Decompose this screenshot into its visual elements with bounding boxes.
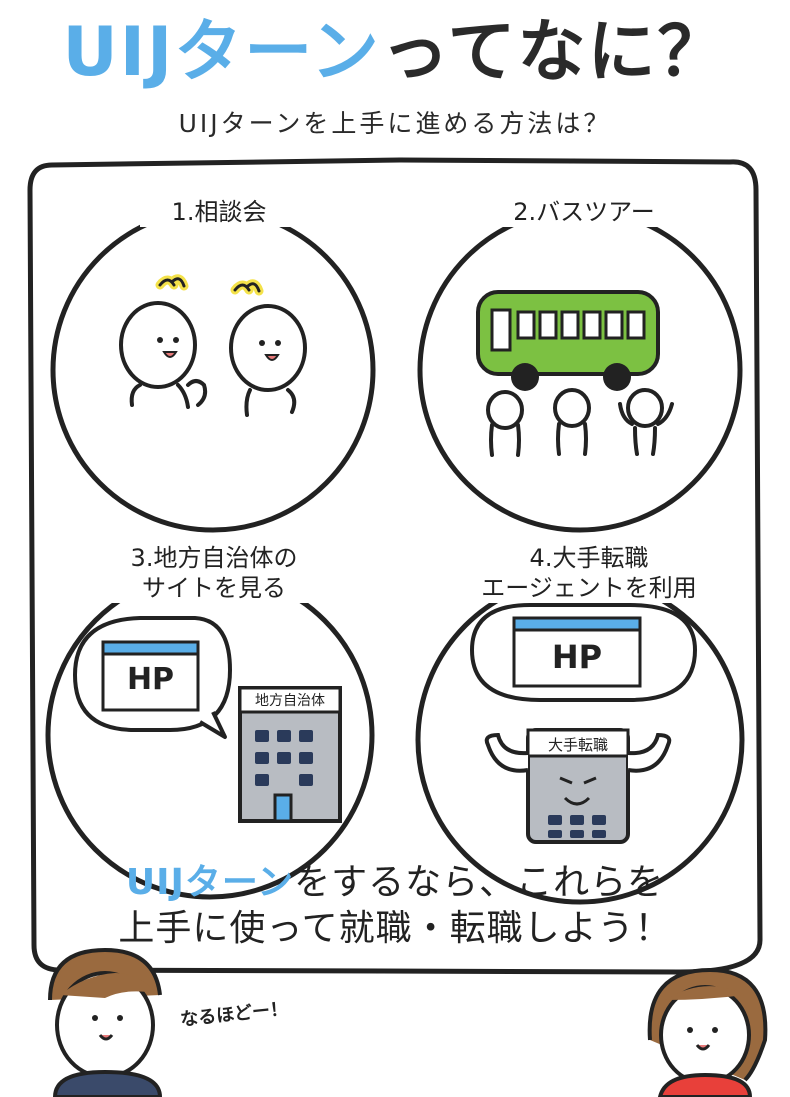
method-4-line1: 4.大手転職 xyxy=(529,544,649,572)
conclusion-message: UIJターンをするなら、これらを 上手に使って就職・転職しよう！ xyxy=(60,860,730,952)
method-3-label: 3.地方自治体の サイトを見る xyxy=(75,543,353,603)
subtitle: UIJターンを上手に進める方法は？ xyxy=(178,109,612,138)
method-3-line2: サイトを見る xyxy=(142,574,286,602)
title-rest: ってなに？ xyxy=(380,13,728,92)
conclusion-line1: UIJターンをするなら、これらを xyxy=(60,860,730,906)
hp-sign-local: HP xyxy=(126,662,175,697)
conclusion-line1-rest: をするなら、これらを xyxy=(294,862,665,903)
bus-illustration xyxy=(476,290,674,457)
method-3-line1: 3.地方自治体の xyxy=(130,544,298,572)
character-right xyxy=(647,967,768,1097)
character-left xyxy=(48,947,163,1097)
circle-consultation xyxy=(50,207,376,533)
method-4-line2: エージェントを利用 xyxy=(481,574,697,602)
consultation-illustration xyxy=(119,274,307,417)
agent-sign: 大手転職 xyxy=(547,736,608,754)
local-gov-sign: 地方自治体 xyxy=(255,693,325,709)
local-gov-illustration xyxy=(72,616,342,823)
method-4-label: 4.大手転職 エージェントを利用 xyxy=(440,543,738,603)
page-title: UIJターンってなに？ xyxy=(0,8,790,98)
method-2-label: 2.バスツアー xyxy=(480,197,688,227)
title-highlight: UIJターン xyxy=(62,13,381,92)
agent-illustration xyxy=(469,603,698,844)
conclusion-highlight: UIJターン xyxy=(125,862,295,903)
hp-sign-agent: HP xyxy=(551,638,603,676)
method-1-label: 1.相談会 xyxy=(140,197,298,227)
conclusion-line2: 上手に使って就職・転職しよう！ xyxy=(118,908,672,949)
